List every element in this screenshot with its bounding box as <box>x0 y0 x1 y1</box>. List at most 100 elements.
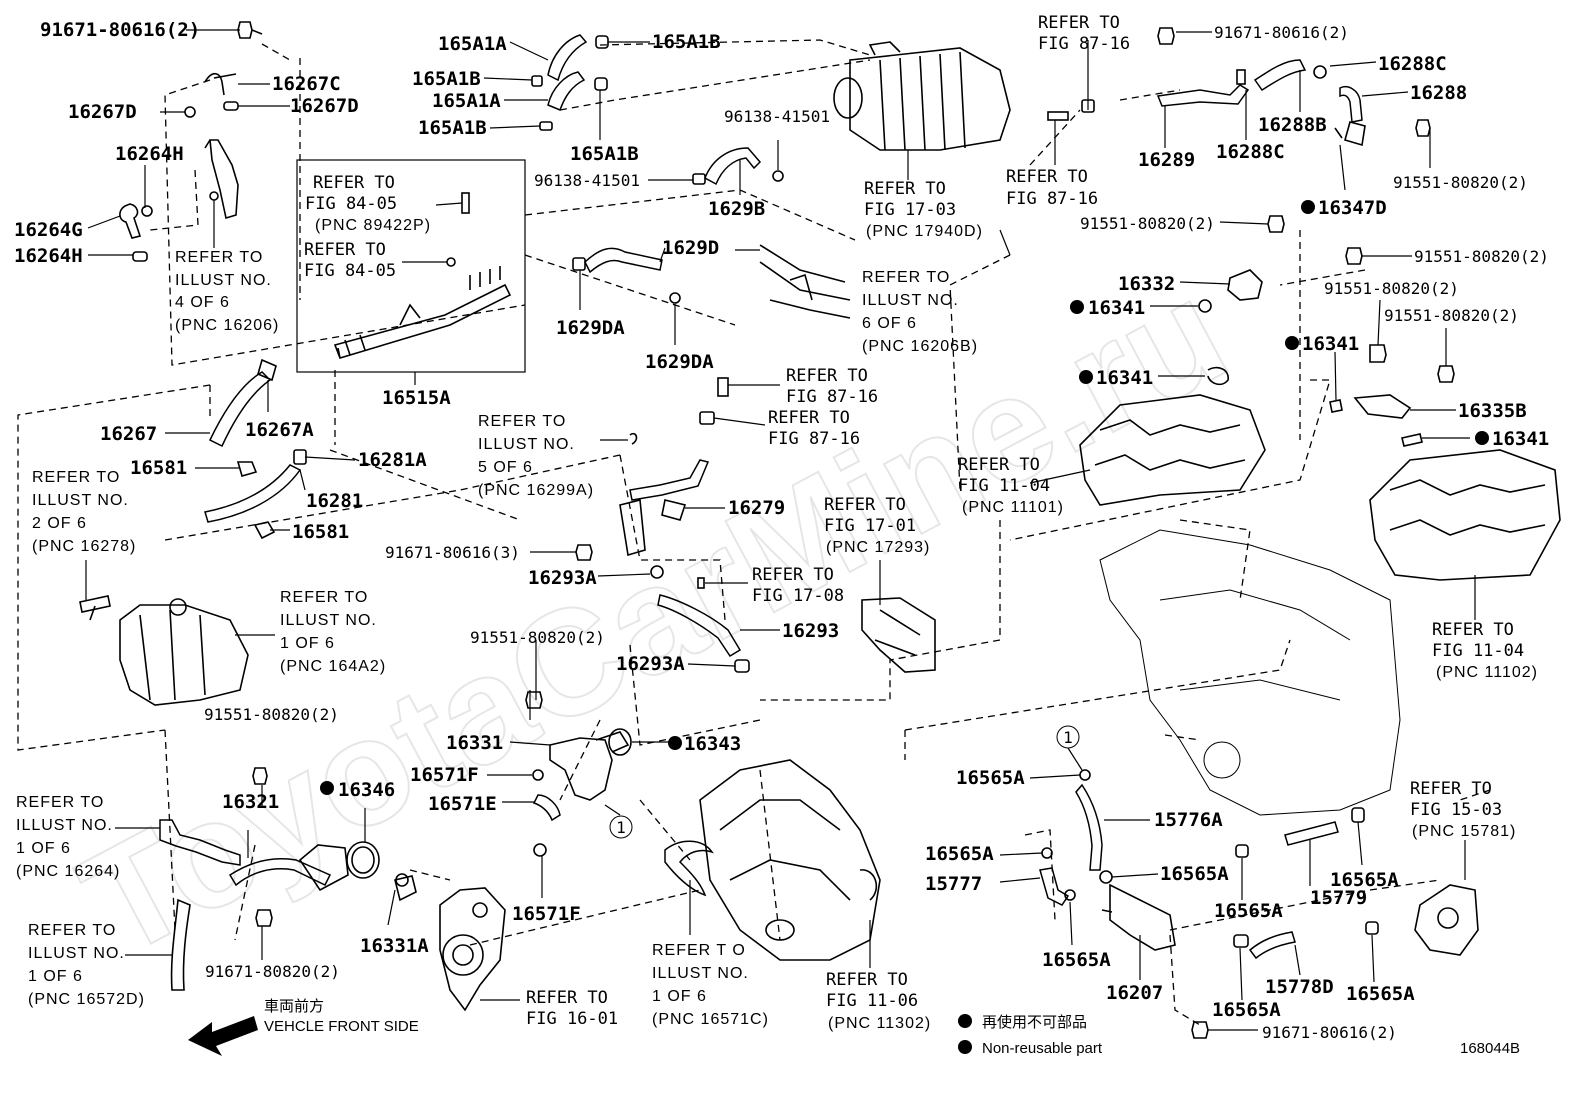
refer-note: REFER TO <box>752 565 834 585</box>
circle-ref-1-left: 1 <box>616 818 626 837</box>
part-label: 91551-80820(2) <box>1324 279 1459 298</box>
part-label: 16288 <box>1410 82 1467 104</box>
refer-note: FIG 15-03 <box>1410 800 1502 820</box>
part-label: 16264H <box>115 143 184 165</box>
part-label: 16581 <box>292 521 349 543</box>
part-label: 16341 <box>1088 297 1145 319</box>
refer-note: REFER TO <box>16 794 104 811</box>
part-label: 16281A <box>358 449 427 471</box>
refer-note: (PNC 16264) <box>16 863 120 880</box>
part-label: 165A1B <box>570 143 639 165</box>
part-label: 91671-80616(2) <box>1214 23 1349 42</box>
part-label: 16571F <box>512 903 581 925</box>
part-label: 91551-80820(2) <box>1414 247 1549 266</box>
part-label: 16264H <box>14 245 83 267</box>
refer-note: FIG 84-05 <box>304 261 396 281</box>
refer-note: FIG 87-16 <box>1038 34 1130 54</box>
part-label: 16288C <box>1378 53 1447 75</box>
part-label: 16288B <box>1258 114 1327 136</box>
part-label: 165A1A <box>432 90 501 112</box>
refer-note: FIG 17-03 <box>864 200 956 220</box>
part-label: 15778D <box>1265 976 1334 998</box>
part-label: 16565A <box>1042 949 1111 971</box>
refer-note: (PNC 16571C) <box>652 1011 769 1028</box>
legend-jp: 再使用不可部品 <box>982 1014 1087 1031</box>
refer-note: REFER TO <box>526 988 608 1008</box>
refer-note: FIG 16-01 <box>526 1009 618 1029</box>
refer-note: REFER TO <box>958 455 1040 475</box>
part-label: 16321 <box>222 791 279 813</box>
refer-note: ILLUST NO. <box>280 612 377 629</box>
part-label: 16515A <box>382 387 451 409</box>
part-label: 16281 <box>306 490 363 512</box>
refer-note: (PNC 17293) <box>826 539 930 556</box>
refer-note: 6 OF 6 <box>862 315 917 332</box>
part-label: 16331 <box>446 732 503 754</box>
refer-note: (PNC 164A2) <box>280 658 386 675</box>
part-label: 91551-80820(2) <box>1080 214 1215 233</box>
refer-note: 1 OF 6 <box>280 635 335 652</box>
front-side-en: VEHCLE FRONT SIDE <box>264 1018 419 1035</box>
refer-note: ILLUST NO. <box>28 945 125 962</box>
part-label: 1629DA <box>556 317 625 339</box>
refer-note: REFER TO <box>1410 779 1492 799</box>
refer-note: REFER TO <box>1006 167 1088 187</box>
refer-note: REFER TO <box>768 408 850 428</box>
part-label: 165A1B <box>652 31 721 53</box>
refer-note: ILLUST NO. <box>652 965 749 982</box>
refer-note: FIG 87-16 <box>768 429 860 449</box>
part-drawings <box>79 21 1561 1056</box>
part-label: 165A1A <box>438 33 507 55</box>
part-label: 91551-80820(2) <box>470 628 605 647</box>
refer-note: REFER TO <box>786 366 868 386</box>
refer-note: FIG 11-04 <box>958 476 1050 496</box>
refer-note: FIG 17-08 <box>752 586 844 606</box>
refer-note: FIG 84-05 <box>305 194 397 214</box>
part-label: 16341 <box>1096 367 1153 389</box>
part-label: 16293 <box>782 620 839 642</box>
refer-note: (PNC 11101) <box>962 499 1064 516</box>
part-label: 96138-41501 <box>724 107 830 126</box>
refer-note: ILLUST NO. <box>478 436 575 453</box>
part-label: 16289 <box>1138 149 1195 171</box>
part-label: 16565A <box>1160 863 1229 885</box>
part-label: 16565A <box>956 767 1025 789</box>
refer-note: 4 OF 6 <box>175 294 230 311</box>
refer-note: FIG 11-04 <box>1432 641 1524 661</box>
refer-note: 1 OF 6 <box>16 840 71 857</box>
part-label: 16571F <box>410 764 479 786</box>
refer-note: ILLUST NO. <box>32 492 129 509</box>
part-label: 16581 <box>130 457 187 479</box>
refer-note: (PNC 16206B) <box>862 338 978 355</box>
part-label: 16565A <box>1330 869 1399 891</box>
part-label: 16293A <box>616 653 685 675</box>
part-label: 16279 <box>728 497 785 519</box>
refer-note: 5 OF 6 <box>478 459 533 476</box>
refer-note: 1 OF 6 <box>652 988 707 1005</box>
part-label: 16293A <box>528 567 597 589</box>
part-label: 16288C <box>1216 141 1285 163</box>
figure-code: 168044B <box>1460 1040 1520 1057</box>
part-label: 15779 <box>1310 887 1367 909</box>
part-label: 1629D <box>662 237 719 259</box>
part-label: 16571E <box>428 793 497 815</box>
part-label: 16267C <box>272 73 341 95</box>
refer-note: REFER TO <box>1038 13 1120 33</box>
refer-note: (PNC 11102) <box>1436 664 1538 681</box>
part-label: 1629DA <box>645 351 714 373</box>
part-labels: 91671-80616(2) 16267C 16267D 16267D 1626… <box>14 19 1549 1042</box>
refer-note: REFER TO <box>862 269 950 286</box>
refer-note: REFER TO <box>864 179 946 199</box>
front-arrow <box>188 1016 258 1056</box>
leader-lines <box>85 29 1476 1031</box>
refer-note: ILLUST NO. <box>862 292 959 309</box>
part-label: 16565A <box>925 843 994 865</box>
refer-note: FIG 87-16 <box>1006 189 1098 209</box>
refer-note: FIG 17-01 <box>824 516 916 536</box>
part-label: 91551-80820(2) <box>204 705 339 724</box>
part-label: 91671-80616(2) <box>40 19 200 41</box>
circled-refs: 1 1 <box>609 725 1080 839</box>
refer-note: FIG 11-06 <box>826 991 918 1011</box>
part-label: 16332 <box>1118 273 1175 295</box>
